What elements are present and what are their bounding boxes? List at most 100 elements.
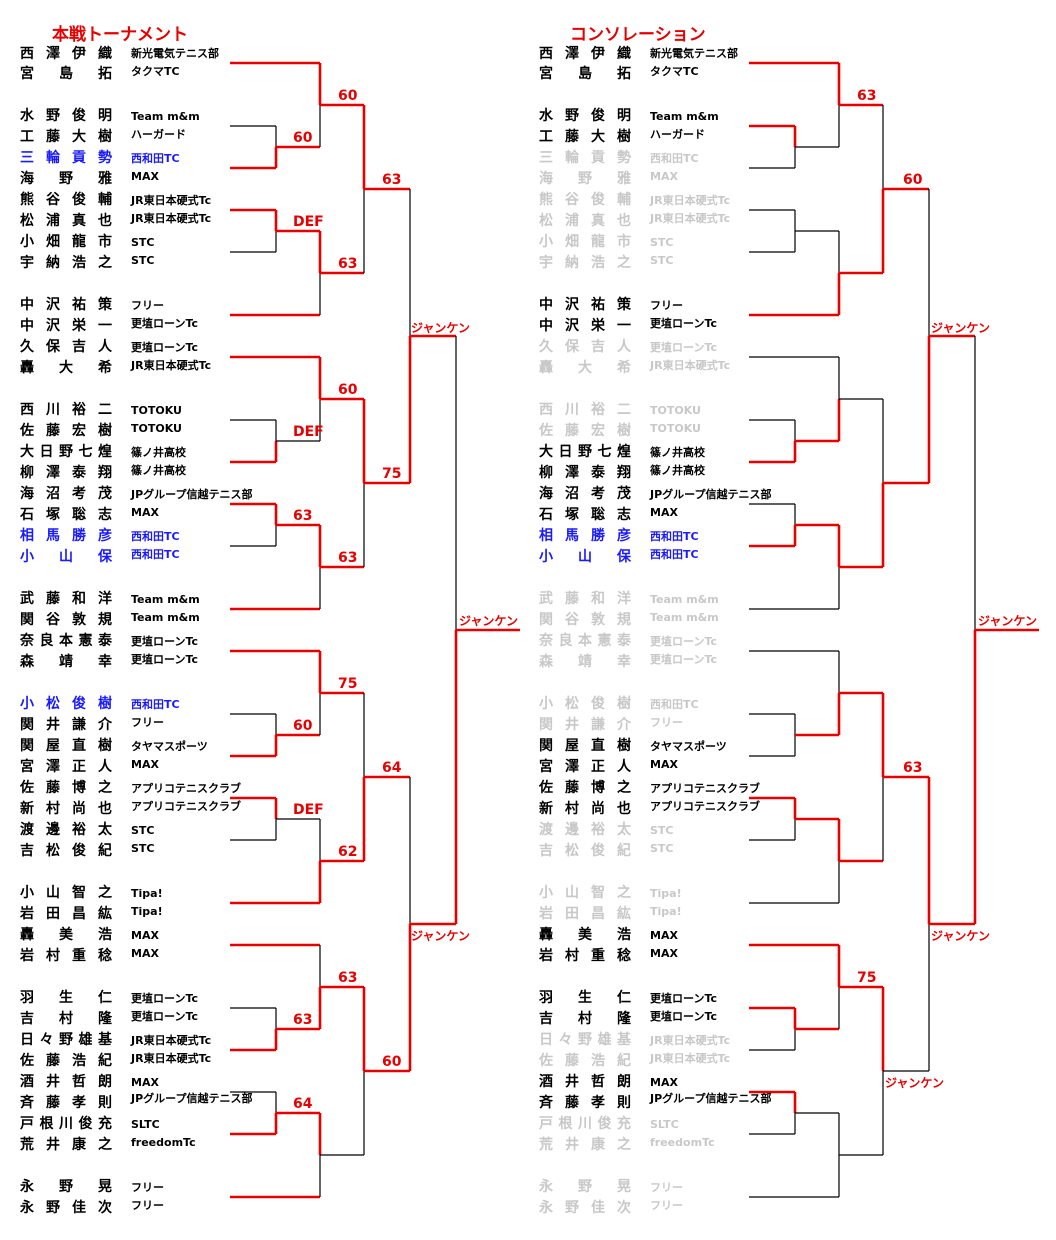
consolation-player-name: 永野晃 bbox=[539, 1179, 631, 1195]
consolation-player-team: TOTOKU bbox=[650, 404, 701, 417]
main-player-name: 小松俊樹 bbox=[20, 696, 112, 712]
match-score: 60 bbox=[338, 88, 358, 104]
consolation-player-name: 佐藤博之 bbox=[539, 780, 631, 796]
consolation-player-team: MAX bbox=[650, 947, 678, 960]
consolation-player-name: 奈良本憲泰 bbox=[539, 633, 631, 649]
match-score: 75 bbox=[382, 466, 402, 482]
main-player-name: 中沢祐策 bbox=[20, 297, 112, 313]
consolation-player-name: 宮澤正人 bbox=[539, 759, 631, 775]
main-player-team: 篠ノ井高校 bbox=[131, 464, 186, 477]
consolation-player-team: フリー bbox=[650, 299, 683, 312]
consolation-player-name: 石塚聡志 bbox=[539, 507, 631, 523]
match-score: 63 bbox=[338, 256, 358, 272]
consolation-player-team: SLTC bbox=[650, 1118, 679, 1131]
consolation-player-name: 松浦真也 bbox=[539, 213, 631, 229]
consolation-player-name: 渡邊裕太 bbox=[539, 822, 631, 838]
main-player-name: 吉松俊紀 bbox=[20, 843, 112, 859]
consolation-player-name: 酒井哲朗 bbox=[539, 1074, 631, 1090]
consolation-player-team: MAX bbox=[650, 1076, 678, 1089]
consolation-player-name: 三輪貢勢 bbox=[539, 150, 631, 166]
consolation-player-team: フリー bbox=[650, 716, 683, 729]
main-player-team: SLTC bbox=[131, 1118, 160, 1131]
match-score: 60 bbox=[338, 382, 358, 398]
main-player-team: TOTOKU bbox=[131, 422, 182, 435]
consolation-player-team: タヤマスポーツ bbox=[650, 740, 727, 753]
consolation-player-name: 小山保 bbox=[539, 549, 631, 565]
match-score: 75 bbox=[857, 970, 877, 986]
main-player-team: Tipa! bbox=[131, 905, 163, 918]
consolation-player-team: 新光電気テニス部 bbox=[650, 47, 738, 60]
consolation-title: コンソレーション bbox=[570, 25, 706, 45]
consolation-player-name: 武藤和洋 bbox=[539, 591, 631, 607]
consolation-player-team: TOTOKU bbox=[650, 422, 701, 435]
consolation-player-team: MAX bbox=[650, 506, 678, 519]
consolation-player-team: JR東日本硬式Tc bbox=[650, 359, 731, 372]
consolation-player-team: MAX bbox=[650, 170, 678, 183]
consolation-player-team: 篠ノ井高校 bbox=[650, 446, 705, 459]
main-player-team: タヤマスポーツ bbox=[131, 740, 208, 753]
main-player-team: 更埴ローンTc bbox=[131, 341, 199, 354]
main-player-name: 宮島拓 bbox=[20, 66, 112, 82]
consolation-player-name: 西澤伊織 bbox=[539, 46, 631, 62]
main-player-name: 羽生仁 bbox=[20, 990, 112, 1006]
main-player-team: MAX bbox=[131, 758, 159, 771]
main-player-team: フリー bbox=[131, 299, 164, 312]
consolation-player-name: 荒井康之 bbox=[539, 1137, 631, 1153]
consolation-player-team: Team m&m bbox=[650, 611, 719, 624]
main-player-name: 武藤和洋 bbox=[20, 591, 112, 607]
main-draw-title: 本戦トーナメント bbox=[52, 25, 188, 45]
match-score: 63 bbox=[293, 508, 313, 524]
main-player-team: JR東日本硬式Tc bbox=[131, 359, 212, 372]
main-player-team: JPグループ信越テニス部 bbox=[131, 488, 253, 501]
main-player-team: 更埴ローンTc bbox=[131, 1010, 199, 1023]
consolation-player-name: 中沢栄一 bbox=[539, 318, 631, 334]
main-player-name: 吉村隆 bbox=[20, 1011, 112, 1027]
main-player-name: 小山智之 bbox=[20, 885, 112, 901]
match-score: DEF bbox=[293, 424, 324, 440]
consolation-player-name: 工藤大樹 bbox=[539, 129, 631, 145]
consolation-player-name: 小畑龍市 bbox=[539, 234, 631, 250]
main-player-name: 佐藤浩紀 bbox=[20, 1053, 112, 1069]
main-player-team: タクマTC bbox=[131, 65, 180, 78]
main-player-team: 西和田TC bbox=[131, 548, 180, 561]
match-score: 63 bbox=[338, 970, 358, 986]
main-player-name: 柳澤泰翔 bbox=[20, 465, 112, 481]
main-player-name: 宮澤正人 bbox=[20, 759, 112, 775]
consolation-player-team: Tipa! bbox=[650, 887, 682, 900]
match-score: 64 bbox=[293, 1096, 313, 1112]
consolation-player-name: 柳澤泰翔 bbox=[539, 465, 631, 481]
main-player-name: 日々野雄基 bbox=[20, 1032, 112, 1048]
match-score: 63 bbox=[903, 760, 923, 776]
main-player-team: JPグループ信越テニス部 bbox=[131, 1092, 253, 1105]
consolation-player-name: 岩田昌紘 bbox=[539, 906, 631, 922]
consolation-player-name: 佐藤宏樹 bbox=[539, 423, 631, 439]
match-score: 64 bbox=[382, 760, 402, 776]
main-player-name: 小畑龍市 bbox=[20, 234, 112, 250]
main-player-team: アプリコテニスクラブ bbox=[131, 782, 241, 795]
match-score: 60 bbox=[293, 130, 313, 146]
consolation-player-team: タクマTC bbox=[650, 65, 699, 78]
main-player-name: 久保吉人 bbox=[20, 339, 112, 355]
main-player-team: JR東日本硬式Tc bbox=[131, 1034, 212, 1047]
match-score: 63 bbox=[857, 88, 877, 104]
consolation-player-team: JR東日本硬式Tc bbox=[650, 194, 731, 207]
match-score: ジャンケン bbox=[411, 321, 471, 335]
consolation-player-team: Team m&m bbox=[650, 110, 719, 123]
consolation-player-name: 海野雅 bbox=[539, 171, 631, 187]
consolation-player-name: 熊谷俊輔 bbox=[539, 192, 631, 208]
consolation-player-name: 吉松俊紀 bbox=[539, 843, 631, 859]
main-player-team: MAX bbox=[131, 947, 159, 960]
consolation-player-team: JR東日本硬式Tc bbox=[650, 212, 731, 225]
consolation-player-name: 中沢祐策 bbox=[539, 297, 631, 313]
main-player-team: TOTOKU bbox=[131, 404, 182, 417]
consolation-player-name: 日々野雄基 bbox=[539, 1032, 631, 1048]
main-player-team: STC bbox=[131, 236, 155, 249]
consolation-player-team: MAX bbox=[650, 758, 678, 771]
main-player-team: フリー bbox=[131, 1181, 164, 1194]
consolation-player-name: 相馬勝彦 bbox=[539, 528, 631, 544]
main-player-name: 斉藤孝則 bbox=[20, 1095, 112, 1111]
consolation-player-team: STC bbox=[650, 254, 674, 267]
main-player-name: 渡邊裕太 bbox=[20, 822, 112, 838]
consolation-player-team: STC bbox=[650, 842, 674, 855]
